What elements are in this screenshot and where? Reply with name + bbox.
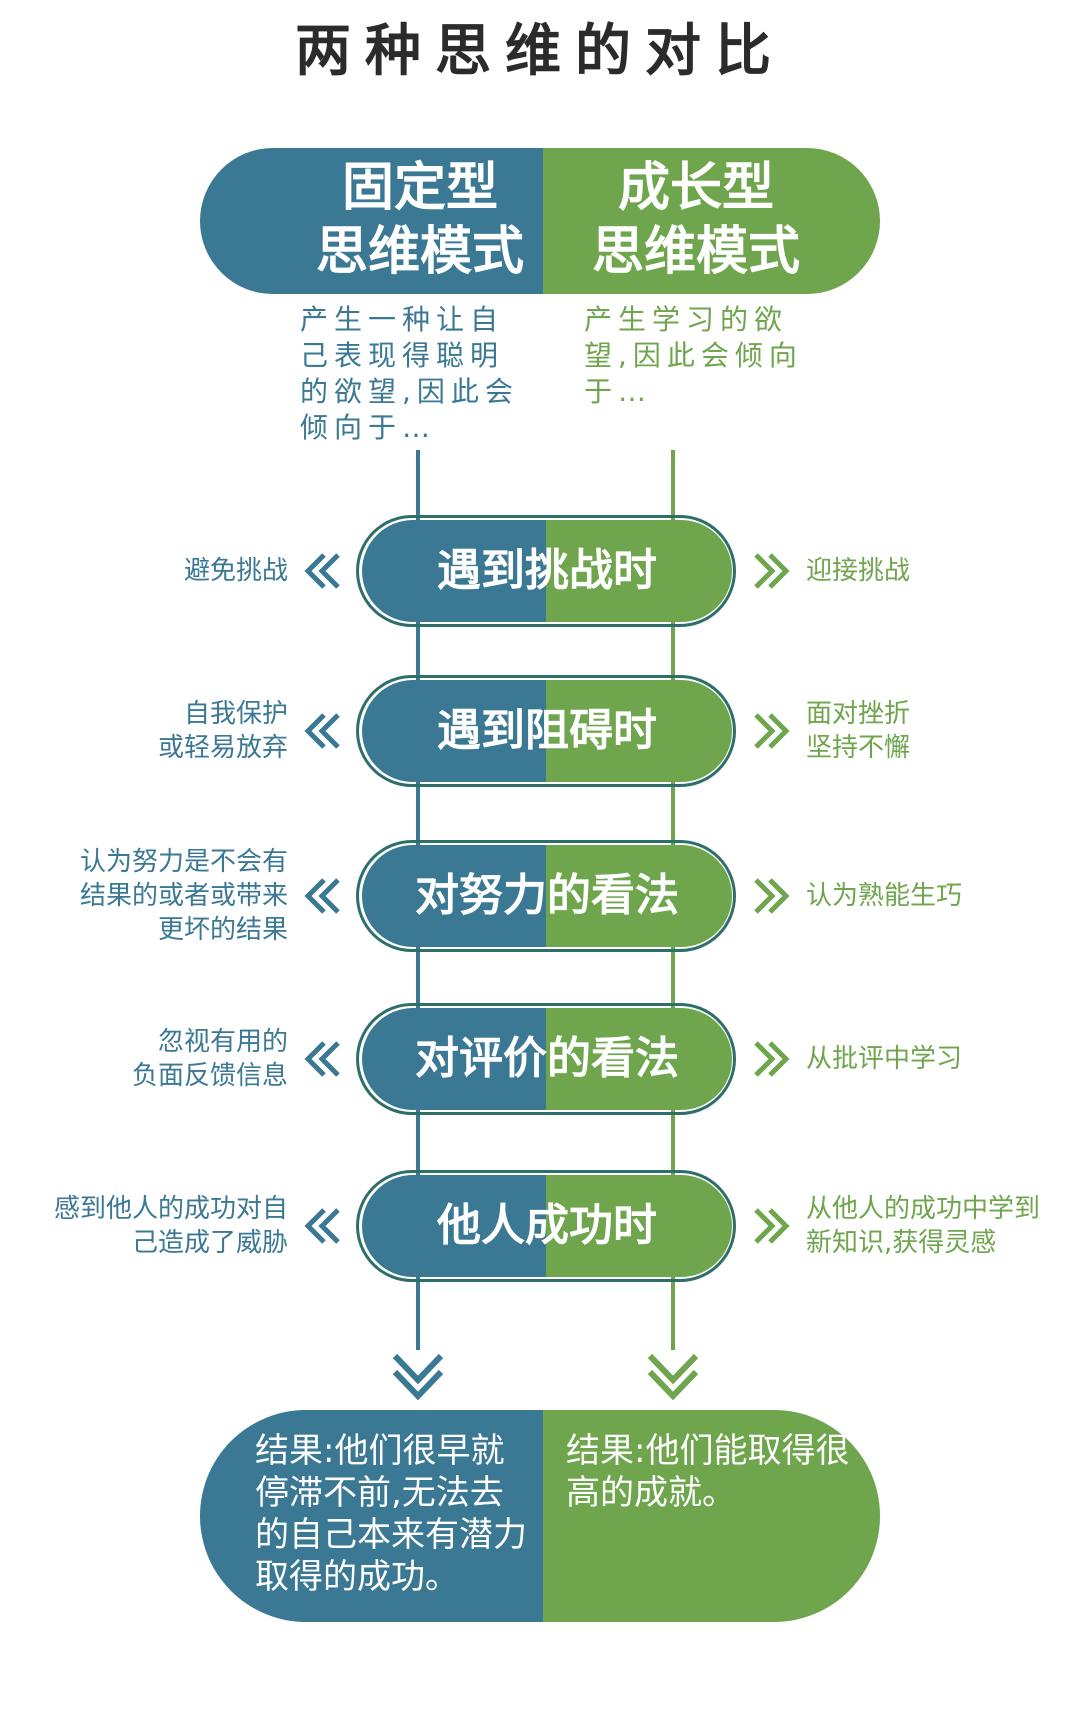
- step-growth-bg: [546, 845, 732, 947]
- result-pill: [200, 1410, 880, 1622]
- growth-step-text: 面对挫折坚持不懈: [806, 699, 911, 763]
- step-pill: [362, 1175, 732, 1277]
- step-growth-bg: [546, 680, 732, 782]
- growth-mindset-title: 成长型 思维模式: [576, 156, 816, 284]
- fixed-title-line1: 固定型: [341, 158, 498, 218]
- step-ring: [356, 840, 736, 952]
- growth-right-chevron-icon: [752, 1206, 792, 1246]
- growth-right-chevron-icon: [752, 711, 792, 751]
- step-pill: [362, 680, 732, 782]
- fixed-step-text: 感到他人的成功对自己造成了威胁: [53, 1194, 288, 1258]
- fixed-result-bg: [200, 1410, 543, 1622]
- fixed-header-bg: [200, 148, 543, 294]
- growth-step-text: 迎接挑战: [806, 556, 911, 586]
- fixed-left-chevron-icon: [302, 711, 342, 751]
- fixed-mindset-title: 固定型 思维模式: [300, 156, 540, 284]
- fixed-step-text: 自我保护或轻易放弃: [157, 699, 288, 763]
- step-ring: [356, 675, 736, 787]
- step-fixed-bg: [362, 680, 546, 782]
- step-growth-bg: [546, 1008, 732, 1110]
- growth-header-bg: [543, 148, 880, 294]
- step-ring: [356, 1003, 736, 1115]
- step-fixed-bg: [362, 845, 546, 947]
- fixed-down-chevron-icon: [391, 1352, 445, 1402]
- step-fixed-bg: [362, 520, 546, 622]
- fixed-description: 产生一种让自己表现得聪明的欲望,因此会倾向于…: [300, 303, 519, 444]
- fixed-left-chevron-icon: [302, 551, 342, 591]
- growth-description: 产生学习的欲望,因此会倾向于…: [584, 303, 803, 408]
- step-ring: [356, 515, 736, 627]
- page-title: 两种思维的对比: [295, 19, 785, 84]
- growth-title-line1: 成长型: [617, 158, 774, 218]
- fixed-step-text: 认为努力是不会有结果的或者或带来更坏的结果: [79, 847, 288, 945]
- fixed-result: 结果:他们很早就停滞不前,无法去的自己本来有潜力取得的成功。: [255, 1431, 527, 1597]
- growth-title-line2: 思维模式: [591, 222, 800, 282]
- fixed-left-chevron-icon: [302, 876, 342, 916]
- step-label: 遇到阻碍时: [437, 705, 657, 756]
- step-label: 对努力的看法: [415, 870, 679, 921]
- growth-right-chevron-icon: [752, 876, 792, 916]
- growth-down-chevron-icon: [646, 1352, 700, 1402]
- step-growth-bg: [546, 1175, 732, 1277]
- step-label: 遇到挑战时: [437, 545, 657, 596]
- fixed-title-line2: 思维模式: [315, 222, 524, 282]
- step-fixed-bg: [362, 1175, 546, 1277]
- growth-step-text: 从他人的成功中学到新知识,获得灵感: [806, 1194, 1041, 1258]
- step-pill: [362, 1008, 732, 1110]
- fixed-step-text: 避免挑战: [183, 556, 288, 586]
- growth-right-chevron-icon: [752, 1039, 792, 1079]
- growth-step-text: 从批评中学习: [806, 1044, 963, 1074]
- growth-step-text: 认为熟能生巧: [806, 881, 963, 911]
- step-growth-bg: [546, 520, 732, 622]
- header-pill: [200, 148, 880, 294]
- step-ring: [356, 1170, 736, 1282]
- step-fixed-bg: [362, 1008, 546, 1110]
- growth-right-chevron-icon: [752, 551, 792, 591]
- fixed-step-text: 忽视有用的负面反馈信息: [131, 1027, 288, 1091]
- step-label: 对评价的看法: [415, 1033, 679, 1084]
- step-pill: [362, 845, 732, 947]
- fixed-left-chevron-icon: [302, 1206, 342, 1246]
- fixed-left-chevron-icon: [302, 1039, 342, 1079]
- growth-result-bg: [543, 1410, 880, 1622]
- step-pill: [362, 520, 732, 622]
- growth-result: 结果:他们能取得很高的成就。: [566, 1431, 850, 1513]
- step-label: 他人成功时: [437, 1200, 657, 1251]
